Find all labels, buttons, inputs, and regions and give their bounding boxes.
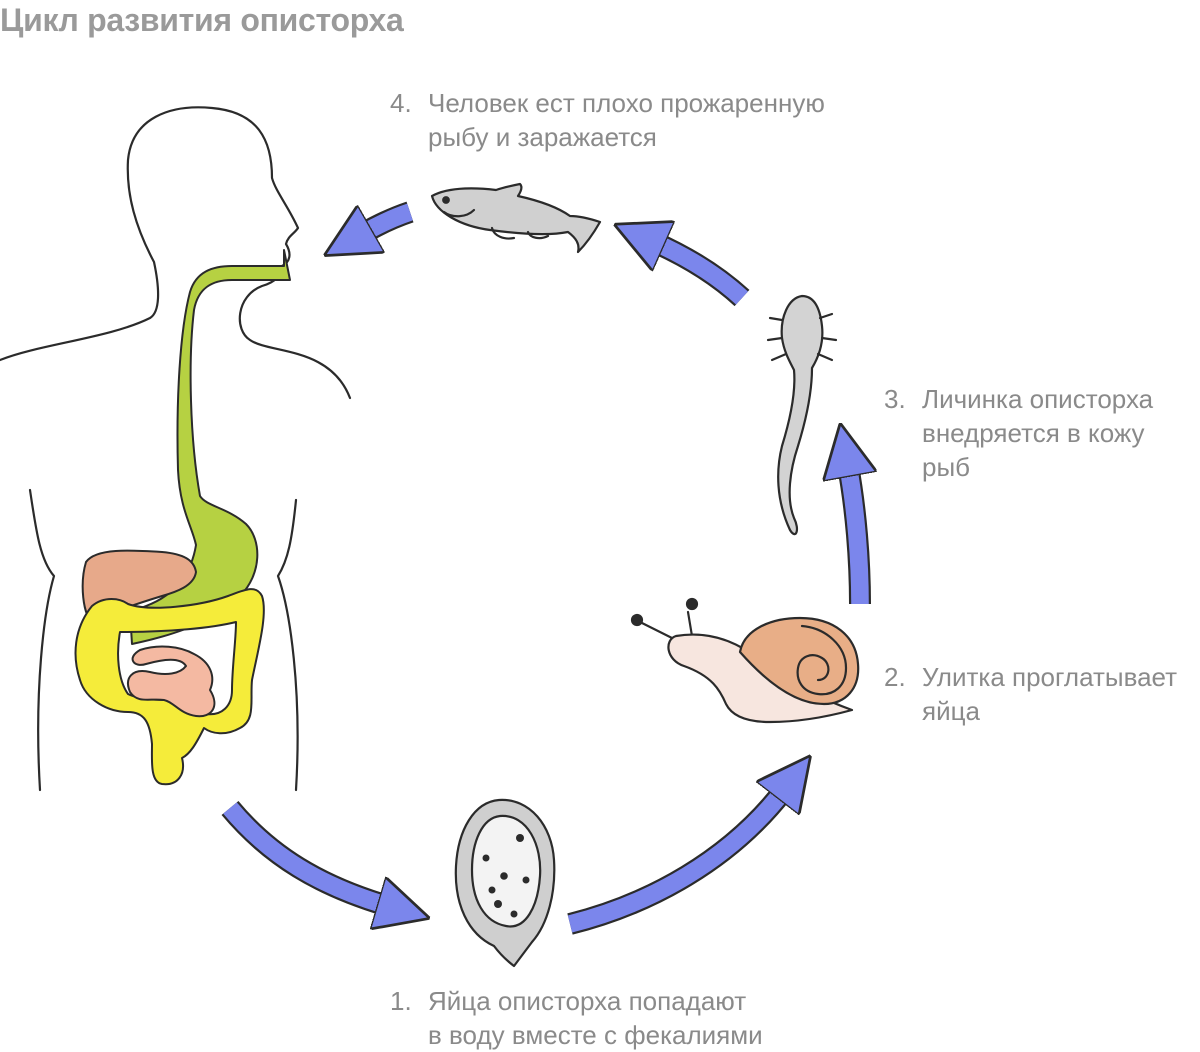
arrow-larva-to-fish — [654, 242, 750, 307]
arrow-egg-to-snail — [567, 790, 784, 935]
step-3-caption: 3. Личинка описторха внедряется в кожу р… — [884, 382, 1200, 484]
step-3-number: 3. — [884, 384, 906, 414]
step-1-number: 1. — [390, 986, 412, 1016]
esophagus-stomach-icon — [129, 249, 291, 645]
page-title: Цикл развития описторха — [0, 2, 404, 38]
step-2-text: Улитка проглатывает яйца — [922, 662, 1178, 726]
step-4-number: 4. — [390, 88, 412, 118]
small-intestine-icon — [127, 645, 216, 718]
larva-icon — [766, 294, 838, 536]
arrow-fish-to-human — [362, 201, 414, 234]
fish-icon — [430, 182, 602, 254]
arrow-human-to-egg — [221, 800, 388, 906]
human-silhouette-icon — [0, 106, 352, 792]
digestive-system-icon — [74, 249, 291, 786]
step-2-number: 2. — [884, 662, 906, 692]
snail-icon — [630, 597, 860, 724]
egg-icon — [454, 798, 556, 968]
cycle-arrows — [221, 201, 860, 935]
arrow-snail-to-larva — [848, 466, 860, 605]
step-4-text: Человек ест плохо прожаренную рыбу и зар… — [428, 88, 825, 152]
egg-dots — [482, 834, 530, 918]
step-1-text: Яйца описторха попадают в воду вместе с … — [428, 986, 763, 1050]
step-1-caption: 1. Яйца описторха попадают в воду вместе… — [390, 984, 850, 1052]
step-2-caption: 2. Улитка проглатывает яйца — [884, 660, 1200, 728]
step-3-text: Личинка описторха внедряется в кожу рыб — [922, 384, 1154, 482]
step-4-caption: 4. Человек ест плохо прожаренную рыбу и … — [390, 86, 910, 154]
